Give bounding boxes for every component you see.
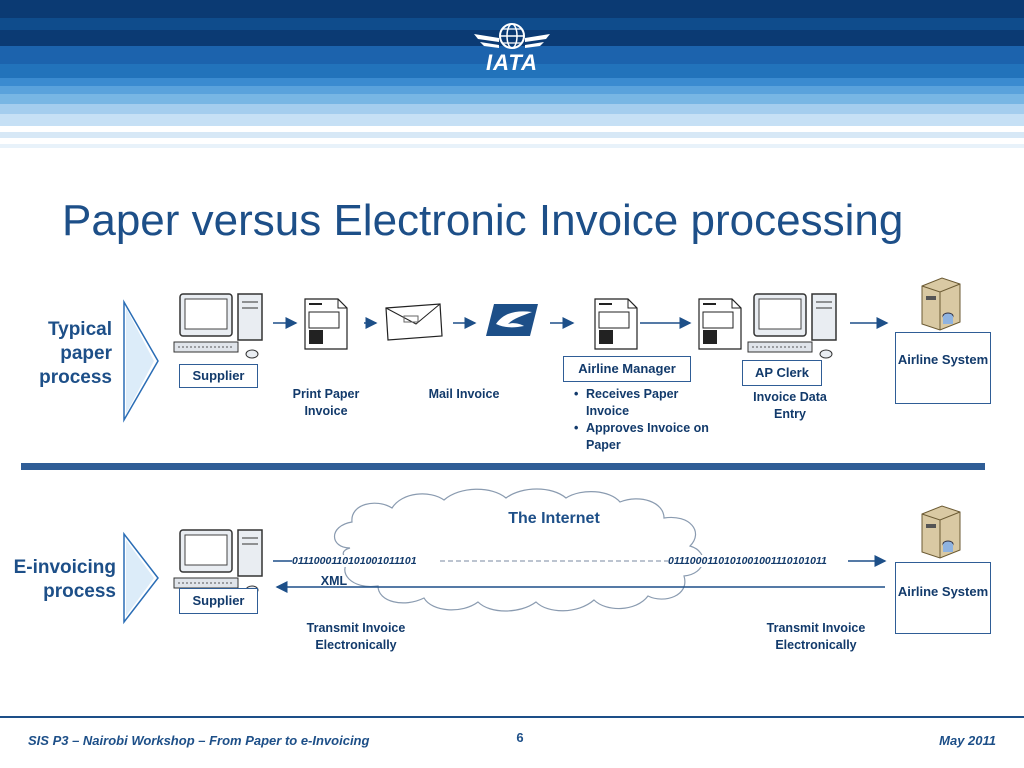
supplier-label: Supplier xyxy=(179,364,258,388)
paper-invoice-icon xyxy=(594,298,638,350)
mail-caption: Mail Invoice xyxy=(428,387,500,401)
ap-clerk-caption: Invoice Data Entry xyxy=(753,390,827,421)
supplier-computer xyxy=(172,292,268,362)
envelope-icon xyxy=(385,303,443,341)
xml-label: XML xyxy=(320,574,348,588)
computer-icon xyxy=(173,293,263,359)
usps-logo xyxy=(484,302,540,338)
cloud-icon xyxy=(334,488,704,612)
transmit-left-caption: Transmit Invoice Electronically xyxy=(306,621,406,652)
footer-date: May 2011 xyxy=(939,733,996,748)
paper-invoice-icon xyxy=(304,298,348,350)
e-process-label: E-invoicing process xyxy=(13,557,116,602)
e-supplier-computer xyxy=(172,528,268,598)
section-divider xyxy=(21,463,985,470)
paper-invoice-icon xyxy=(698,298,742,350)
e-airline-system: Airline System xyxy=(895,562,991,634)
usps-eagle-icon xyxy=(486,304,538,336)
e-process-chevron-fill xyxy=(126,540,154,616)
ap-clerk-computer xyxy=(746,292,842,362)
e-airline-server xyxy=(918,504,964,560)
mail-envelope xyxy=(382,302,444,342)
server-icon xyxy=(921,505,961,559)
iata-logo xyxy=(472,18,552,74)
computer-icon xyxy=(173,529,263,595)
transmit-right-caption: Transmit Invoice Electronically xyxy=(766,621,866,652)
ap-clerk-label: AP Clerk xyxy=(742,360,822,386)
airline-manager-label: Airline Manager xyxy=(563,356,691,382)
print-invoice-document xyxy=(304,298,348,350)
binary-left: 0111000110101001011101 xyxy=(292,555,417,567)
manager-bullets: Receives Paper Invoice Approves Invoice … xyxy=(572,386,712,454)
internet-label: The Internet xyxy=(508,510,600,527)
server-icon xyxy=(921,277,961,331)
manager-invoice-document xyxy=(594,298,638,350)
paper-airline-server xyxy=(918,276,964,332)
footer-rule xyxy=(0,716,1024,718)
header-banner xyxy=(0,0,1024,152)
print-caption: Print Paper Invoice xyxy=(292,387,360,418)
computer-icon xyxy=(747,293,837,359)
apclerk-invoice-document xyxy=(698,298,742,350)
paper-airline-system: Airline System xyxy=(895,332,991,404)
binary-right: 0111000110101001001110101011 xyxy=(668,555,827,567)
e-supplier-label: Supplier xyxy=(179,588,258,614)
paper-process-chevron-fill xyxy=(126,308,154,414)
manager-bullet-1: Receives Paper Invoice xyxy=(574,386,712,420)
manager-bullet-2: Approves Invoice on Paper xyxy=(574,420,712,454)
page-number: 6 xyxy=(516,730,524,745)
paper-process-label: Typical paper process xyxy=(39,319,112,388)
iata-globe-logo xyxy=(474,23,550,49)
slide-title: Paper versus Electronic Invoice processi… xyxy=(62,196,904,245)
logo-text: IATA xyxy=(485,50,539,75)
footer-text: SIS P3 – Nairobi Workshop – From Paper t… xyxy=(28,733,370,748)
